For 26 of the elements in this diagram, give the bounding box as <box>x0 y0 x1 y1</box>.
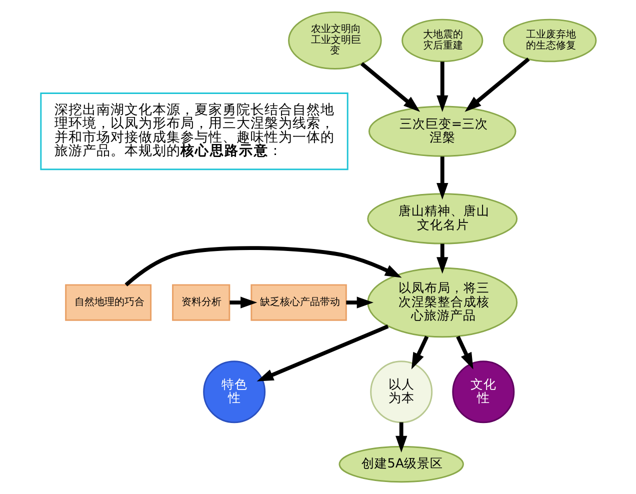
arrow <box>346 296 373 308</box>
arrow <box>124 246 402 286</box>
node-ellipse: 唐山精神、唐山文化名片 <box>366 193 518 244</box>
arrow <box>464 58 530 112</box>
arrow <box>436 244 448 274</box>
node-ellipse: 农业文明向工业文明巨变 <box>288 11 382 70</box>
arrow <box>410 336 428 370</box>
arrow <box>360 62 420 112</box>
node-ellipse: 以凤布局，将三次涅槃整合成核心旅游产品 <box>366 267 518 338</box>
node-ellipse: 大地震的灾后重建 <box>401 18 483 62</box>
node-circle: 以人为本 <box>370 360 432 424</box>
arrow <box>256 324 388 382</box>
node-ellipse: 创建5A级景区 <box>338 446 464 483</box>
arrow <box>229 296 257 308</box>
node-ellipse: 三次巨变=三次涅槃 <box>368 106 516 157</box>
node-box: 深挖出南湖文化本源，夏家勇院长结合自然地理环境，以凤为形布局，用三大涅槃为线索，并和市场对接做成集参与性、趣味性为一体的旅游产品。本规划的核心思路示意： <box>40 92 348 170</box>
arrow <box>436 156 448 200</box>
arrow <box>436 62 448 112</box>
node-box: 自然地理的巧合 <box>64 284 152 321</box>
node-box: 缺乏核心产品带动 <box>250 284 346 321</box>
node-box: 资料分析 <box>172 284 230 321</box>
arrow <box>456 336 473 370</box>
node-circle: 文化性 <box>452 360 514 424</box>
node-ellipse: 工业废弃地的生态修复 <box>502 18 596 62</box>
node-circle: 特色性 <box>202 360 266 424</box>
arrow <box>395 422 407 452</box>
